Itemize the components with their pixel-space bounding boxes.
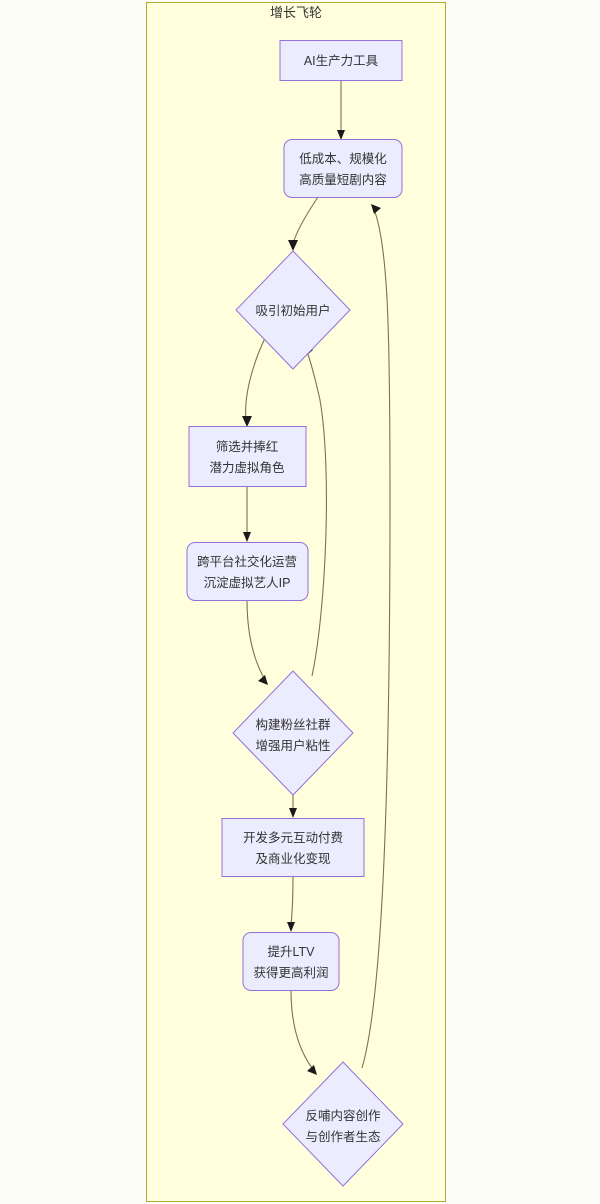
edge-n9-n2-feedback — [361, 211, 391, 1069]
node-shape-rect — [188, 426, 307, 487]
arrowhead-n4-n5 — [243, 532, 251, 542]
subgraph-title: 增长飞轮 — [270, 5, 322, 20]
node-label-line-2: 沉淀虚拟艺人IP — [204, 576, 291, 590]
node-shape-rounded-rect — [242, 932, 340, 991]
arrowhead-n5-n6 — [258, 675, 268, 685]
node-label-line-1: AI生产力工具 — [304, 54, 379, 68]
arrowhead-n8-n9 — [307, 1065, 317, 1075]
node-shape-diamond — [232, 670, 354, 796]
node-label-line-2: 潜力虚拟角色 — [209, 460, 285, 475]
node-label-line-2: 及商业化变现 — [255, 851, 330, 866]
arrowhead-n6-n7 — [289, 808, 297, 818]
node-shape-diamond — [282, 1061, 404, 1187]
node-label-line-2: 增强用户粘性 — [255, 738, 330, 753]
edge-n8-n9 — [290, 989, 313, 1069]
node-label-line-2: 高质量短剧内容 — [299, 172, 387, 187]
node-label-line-1: 构建粉丝社群 — [255, 717, 331, 732]
node-label-line-1: 开发多元互动付费 — [243, 830, 343, 845]
node-increase-ltv-profit[interactable]: 提升LTV 获得更高利润 — [242, 932, 340, 991]
edge-n3-n4 — [245, 337, 266, 420]
node-label-line-2: 与创作者生态 — [305, 1130, 380, 1144]
node-shape-rect — [221, 818, 365, 877]
arrowhead-n7-n8 — [287, 922, 295, 932]
node-select-and-promote-characters[interactable]: 筛选并捧红 潜力虚拟角色 — [188, 426, 307, 487]
arrowhead-n1-n2 — [337, 130, 345, 140]
edge-n5-n6 — [246, 599, 265, 679]
arrowhead-n3-n4 — [242, 416, 252, 427]
node-shape-rect — [279, 40, 403, 81]
node-label-line-1: 跨平台社交化运营 — [197, 554, 297, 569]
edge-n6-n3-feedback — [306, 351, 327, 677]
node-develop-interactive-monetization[interactable]: 开发多元互动付费 及商业化变现 — [221, 818, 365, 877]
arrowhead-n9-n2 — [371, 204, 381, 214]
node-label-line-1: 吸引初始用户 — [255, 303, 330, 318]
arrowhead-n2-n3 — [288, 240, 298, 251]
node-label-line-1: 反哺内容创作 — [305, 1108, 381, 1123]
node-cross-platform-social-operations[interactable]: 跨平台社交化运营 沉淀虚拟艺人IP — [186, 542, 309, 601]
node-label-line-1: 低成本、规模化 — [299, 151, 387, 166]
node-low-cost-scaled-content[interactable]: 低成本、规模化 高质量短剧内容 — [283, 139, 403, 198]
node-attract-initial-users[interactable]: 吸引初始用户 — [235, 250, 351, 370]
edges-layer — [242, 80, 391, 1075]
node-shape-rounded-rect — [186, 542, 309, 601]
node-label-line-2: 获得更高利润 — [253, 965, 328, 980]
node-label-line-1: 筛选并捧红 — [216, 439, 279, 454]
node-build-fan-community[interactable]: 构建粉丝社群 增强用户粘性 — [232, 670, 354, 796]
node-shape-rounded-rect — [283, 139, 403, 198]
node-shape-diamond — [235, 250, 351, 370]
subgraph-container — [146, 2, 446, 1202]
node-label-line-1: 提升LTV — [268, 944, 316, 959]
node-feedback-content-creation[interactable]: 反哺内容创作 与创作者生态 — [282, 1061, 404, 1187]
node-ai-productivity-tools[interactable]: AI生产力工具 — [279, 40, 403, 81]
nodes-layer: AI生产力工具 低成本、规模化 高质量短剧内容 吸引初始用户 筛选并捧红 潜力虚… — [186, 40, 404, 1187]
